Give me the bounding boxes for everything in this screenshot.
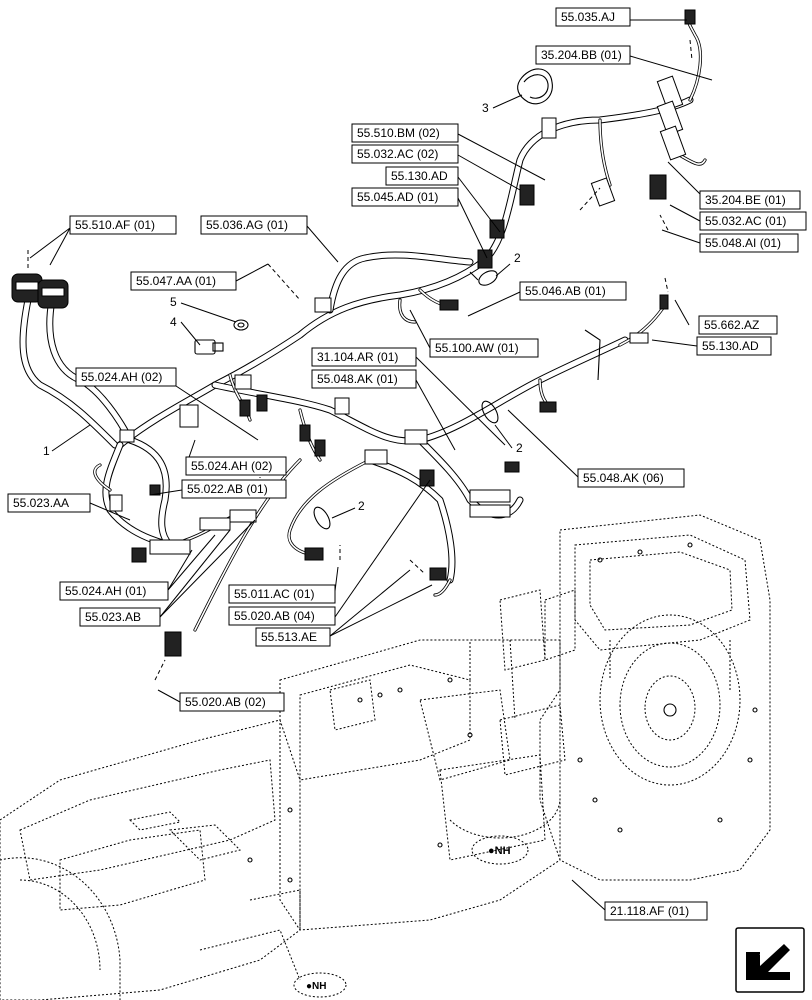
label-55100AW: 55.100.AW (01) <box>429 338 539 358</box>
label-55510BM: 55.510.BM (02) <box>351 123 459 143</box>
svg-text:55.022.AB (01): 55.022.AB (01) <box>187 482 268 496</box>
svg-text:31.104.AR (01): 31.104.AR (01) <box>317 350 398 364</box>
label-55048AK06: 55.048.AK (06) <box>577 468 685 488</box>
loose-parts <box>194 68 601 530</box>
label-55024AH02-a: 55.024.AH (02) <box>75 367 177 387</box>
svg-text:55.023.AB: 55.023.AB <box>85 610 141 624</box>
label-55045AD: 55.045.AD (01) <box>351 187 459 207</box>
label-55048AI: 55.048.AI (01) <box>699 233 799 253</box>
svg-text:55.045.AD (01): 55.045.AD (01) <box>357 190 438 204</box>
label-55662AZ: 55.662.AZ <box>698 315 778 335</box>
label-35204BB: 35.204.BB (01) <box>535 45 631 65</box>
label-35204BE: 35.204.BE (01) <box>699 190 801 210</box>
svg-text:55.046.AB (01): 55.046.AB (01) <box>525 284 606 298</box>
svg-text:35.204.BB (01): 35.204.BB (01) <box>541 48 622 62</box>
svg-text:55.036.AG (01): 55.036.AG (01) <box>206 218 288 232</box>
label-55046AB: 55.046.AB (01) <box>519 281 627 301</box>
svg-text:55.035.AJ: 55.035.AJ <box>561 10 615 24</box>
transmission-housing: ●NH ●NH <box>0 514 771 1000</box>
label-55024AH01: 55.024.AH (01) <box>59 581 169 601</box>
part-labels: 55.035.AJ 35.204.BB (01) 55.510.BM (02) … <box>7 7 807 921</box>
label-55020AB02: 55.020.AB (02) <box>179 692 285 712</box>
svg-text:55.510.BM (02): 55.510.BM (02) <box>357 126 440 140</box>
svg-text:55.130.AD: 55.130.AD <box>391 169 448 183</box>
main-connector-left <box>11 273 134 449</box>
callout-numbers: 1 2 2 2 3 4 5 <box>43 101 523 513</box>
svg-text:55.023.AA: 55.023.AA <box>13 496 69 510</box>
svg-text:55.100.AW (01): 55.100.AW (01) <box>435 341 519 355</box>
svg-text:55.130.AD: 55.130.AD <box>702 339 759 353</box>
callout-2-b: 2 <box>516 441 523 455</box>
label-21118AF: 21.118.AF (01) <box>604 901 708 921</box>
label-55130AD-right: 55.130.AD <box>696 336 772 356</box>
callout-4: 4 <box>170 315 177 329</box>
label-55020AB04: 55.020.AB (04) <box>228 606 336 626</box>
svg-text:55.510.AF (01): 55.510.AF (01) <box>75 218 155 232</box>
svg-text:21.118.AF (01): 21.118.AF (01) <box>610 904 689 918</box>
svg-text:55.662.AZ: 55.662.AZ <box>704 318 759 332</box>
callout-1: 1 <box>43 444 50 458</box>
svg-text:55.032.AC (02): 55.032.AC (02) <box>357 147 438 161</box>
label-55035AJ: 55.035.AJ <box>555 7 631 27</box>
connector-blocks <box>109 9 696 657</box>
label-55023AB: 55.023.AB <box>79 607 161 627</box>
label-55032AC02: 55.032.AC (02) <box>351 144 459 164</box>
svg-text:55.011.AC (01): 55.011.AC (01) <box>234 587 315 601</box>
label-55023AA: 55.023.AA <box>7 493 91 513</box>
label-55032AC01: 55.032.AC (01) <box>699 211 807 231</box>
svg-text:55.024.AH (02): 55.024.AH (02) <box>81 370 162 384</box>
svg-text:55.048.AK (06): 55.048.AK (06) <box>583 471 664 485</box>
label-55036AG: 55.036.AG (01) <box>200 215 308 235</box>
brand-mark: ●NH <box>488 845 511 857</box>
svg-text:55.048.AK (01): 55.048.AK (01) <box>317 372 398 386</box>
label-55047AA: 55.047.AA (01) <box>130 271 237 291</box>
label-55011AC: 55.011.AC (01) <box>228 584 336 604</box>
svg-text:55.032.AC (01): 55.032.AC (01) <box>705 214 786 228</box>
callout-2-a: 2 <box>514 251 521 265</box>
wiring-harness <box>11 9 707 657</box>
label-55510AF: 55.510.AF (01) <box>69 215 177 235</box>
label-31104AR: 31.104.AR (01) <box>311 347 417 367</box>
brand-mark-front: ●NH <box>306 981 326 992</box>
svg-text:55.047.AA (01): 55.047.AA (01) <box>136 274 216 288</box>
svg-text:35.204.BE (01): 35.204.BE (01) <box>705 193 786 207</box>
svg-text:55.513.AE: 55.513.AE <box>261 630 317 644</box>
svg-text:55.024.AH (01): 55.024.AH (01) <box>65 584 146 598</box>
svg-text:55.024.AH (02): 55.024.AH (02) <box>191 459 272 473</box>
svg-text:55.020.AB (04): 55.020.AB (04) <box>234 609 315 623</box>
svg-text:55.020.AB (02): 55.020.AB (02) <box>185 695 266 709</box>
svg-text:55.048.AI (01): 55.048.AI (01) <box>705 236 781 250</box>
label-55024AH02-b: 55.024.AH (02) <box>185 456 287 476</box>
label-55022AB: 55.022.AB (01) <box>181 479 287 499</box>
label-55513AE: 55.513.AE <box>255 627 331 647</box>
navigation-arrow-icon[interactable] <box>735 927 805 993</box>
callout-3: 3 <box>482 101 489 115</box>
callout-2-c: 2 <box>358 499 365 513</box>
label-55048AK01: 55.048.AK (01) <box>311 369 417 389</box>
label-55130AD-top: 55.130.AD <box>385 166 459 186</box>
callout-5: 5 <box>170 295 177 309</box>
